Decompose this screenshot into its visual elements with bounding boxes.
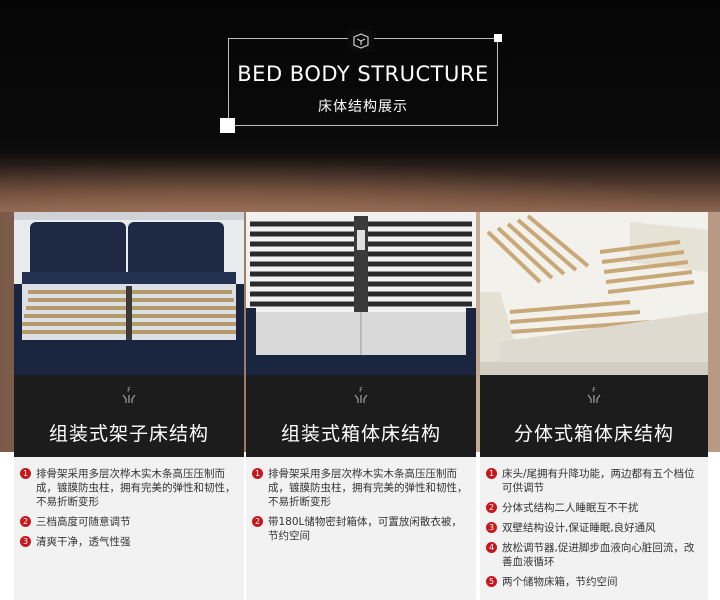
brand-mark-icon: F bbox=[587, 387, 601, 403]
feature-text: 三档高度可随意调节 bbox=[36, 516, 131, 528]
feature-text: 分体式结构二人睡眠互不干扰 bbox=[502, 502, 639, 514]
feature-item: 2 带180L储物密封箱体，可置放闲散衣被，节约空间 bbox=[252, 515, 468, 543]
feature-text: 床头/尾拥有升降功能，两边都有五个档位可供调节 bbox=[502, 468, 695, 494]
feature-item: 1 排骨架采用多层次桦木实木条高压压制而成，镀膜防虫柱，拥有完美的弹性和韧性，不易… bbox=[252, 467, 468, 509]
panel-title-bar: F 组装式架子床结构 bbox=[14, 375, 244, 457]
bed-panel-split: F 分体式箱体床结构 1 床头/尾拥有升降功能，两边都有五个档位可供调节 2 分体式… bbox=[480, 212, 708, 600]
bullet-number-icon: 1 bbox=[252, 468, 263, 479]
bed-panel-frame: F 组装式架子床结构 1 排骨架采用多层次桦木实木条高压压制而成，镀膜防虫柱，拥有… bbox=[14, 212, 244, 600]
brand-logo-icon bbox=[348, 30, 374, 52]
bed-frame-photo bbox=[14, 212, 244, 375]
feature-item: 3 双壁结构设计,保证睡眠,良好通风 bbox=[486, 521, 700, 535]
bullet-number-icon: 3 bbox=[20, 536, 31, 547]
feature-text: 排骨架采用多层次桦木实木条高压压制而成，镀膜防虫柱，拥有完美的弹性和韧性，不易折… bbox=[268, 468, 468, 508]
svg-text:F: F bbox=[359, 387, 363, 394]
feature-list: 1 排骨架采用多层次桦木实木条高压压制而成，镀膜防虫柱，拥有完美的弹性和韧性，不易… bbox=[246, 457, 476, 600]
bullet-number-icon: 2 bbox=[486, 502, 497, 513]
panel-title-bar: F 组装式箱体床结构 bbox=[246, 375, 476, 457]
feature-item: 1 排骨架采用多层次桦木实木条高压压制而成，镀膜防虫柱，拥有完美的弹性和韧性，不易… bbox=[20, 467, 236, 509]
svg-text:F: F bbox=[592, 387, 596, 394]
feature-text: 放松调节器,促进脚步血液向心脏回流，改善血液循环 bbox=[502, 542, 695, 568]
bullet-number-icon: 2 bbox=[20, 516, 31, 527]
panel-title: 组装式箱体床结构 bbox=[280, 423, 441, 445]
brand-mark-icon: F bbox=[354, 387, 368, 403]
bullet-number-icon: 4 bbox=[486, 542, 497, 553]
hero-banner: BED BODY STRUCTURE 床体结构展示 bbox=[0, 0, 720, 212]
feature-text: 排骨架采用多层次桦木实木条高压压制而成，镀膜防虫柱，拥有完美的弹性和韧性，不易折… bbox=[36, 468, 236, 508]
feature-item: 2 分体式结构二人睡眠互不干扰 bbox=[486, 501, 700, 515]
hero-glow bbox=[0, 160, 720, 212]
page-title: BED BODY STRUCTURE bbox=[237, 62, 489, 86]
bullet-number-icon: 3 bbox=[486, 522, 497, 533]
feature-text: 带180L储物密封箱体，可置放闲散衣被，节约空间 bbox=[268, 516, 462, 542]
bed-panel-storage: F 组装式箱体床结构 1 排骨架采用多层次桦木实木条高压压制而成，镀膜防虫柱，拥有… bbox=[246, 212, 476, 600]
panel-title: 分体式箱体床结构 bbox=[513, 423, 674, 445]
page-subtitle: 床体结构展示 bbox=[318, 99, 408, 115]
feature-list: 1 排骨架采用多层次桦木实木条高压压制而成，镀膜防虫柱，拥有完美的弹性和韧性，不易… bbox=[14, 457, 244, 600]
brand-mark-icon: F bbox=[122, 387, 136, 403]
feature-item: 5 两个储物床箱，节约空间 bbox=[486, 575, 700, 589]
bullet-number-icon: 2 bbox=[252, 516, 263, 527]
frame-corner-square bbox=[494, 34, 502, 42]
feature-text: 两个储物床箱，节约空间 bbox=[502, 576, 618, 588]
panel-title-bar: F 分体式箱体床结构 bbox=[480, 375, 708, 457]
feature-item: 1 床头/尾拥有升降功能，两边都有五个档位可供调节 bbox=[486, 467, 700, 495]
bed-storage-photo bbox=[246, 212, 476, 375]
bullet-number-icon: 1 bbox=[20, 468, 31, 479]
feature-text: 清爽干净，透气性强 bbox=[36, 536, 131, 548]
bullet-number-icon: 5 bbox=[486, 576, 497, 587]
feature-item: 4 放松调节器,促进脚步血液向心脏回流，改善血液循环 bbox=[486, 541, 700, 569]
bullet-number-icon: 1 bbox=[486, 468, 497, 479]
feature-text: 双壁结构设计,保证睡眠,良好通风 bbox=[502, 522, 656, 534]
feature-item: 3 清爽干净，透气性强 bbox=[20, 535, 236, 549]
frame-corner-square-large bbox=[220, 118, 235, 133]
feature-item: 2 三档高度可随意调节 bbox=[20, 515, 236, 529]
bed-split-photo bbox=[480, 212, 708, 375]
svg-text:F: F bbox=[127, 387, 131, 394]
panel-title: 组装式架子床结构 bbox=[48, 423, 209, 445]
